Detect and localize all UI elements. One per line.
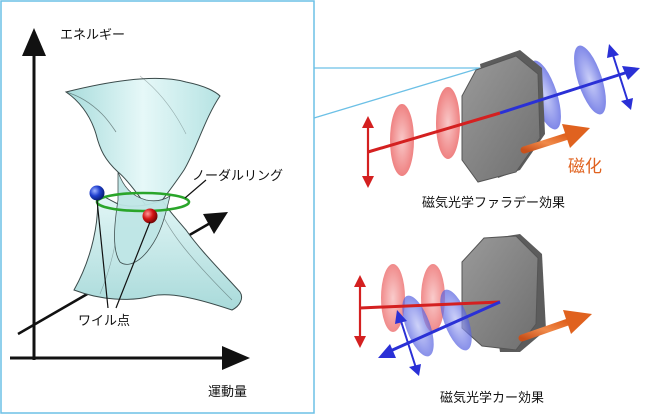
zoom-connector-bottom	[313, 67, 481, 119]
faraday-incident-wave-1	[390, 104, 414, 176]
energy-axis	[22, 28, 46, 360]
weyl-leader-blue	[96, 199, 109, 309]
nodal-ring-leader	[184, 179, 207, 199]
weyl-leader-red	[115, 221, 151, 309]
faraday-transmitted-beam	[499, 70, 629, 115]
faraday-rotated-polarization	[607, 44, 633, 110]
kerr-incident-polarization	[354, 275, 366, 348]
faraday-magnetization-arrow	[520, 124, 590, 154]
nodal-ring-label: ノーダルリング	[192, 169, 284, 184]
kerr-incident-beam	[359, 300, 501, 310]
magnetization-label: 磁化	[568, 157, 602, 177]
weyl-point-red	[142, 208, 158, 224]
kerr-caption: 磁気光学カー効果	[440, 391, 545, 406]
kerr-rotated-polarization	[395, 310, 421, 376]
kerr-reflected-arrowhead	[378, 344, 396, 358]
weyl-point-label: ワイル点	[78, 314, 131, 329]
momentum-axis	[10, 346, 250, 370]
kerr-incident-wave-2	[421, 264, 445, 332]
faraday-transmitted-wave-2	[574, 45, 606, 115]
faraday-incident-wave-2	[436, 87, 460, 159]
kerr-reflected-beam	[387, 300, 501, 354]
faraday-caption: 磁気光学ファラデー効果	[422, 196, 566, 211]
momentum-axis-label: 運動量	[208, 385, 248, 400]
kerr-setup	[354, 234, 592, 376]
energy-axis-label: エネルギー	[60, 28, 126, 43]
kerr-magnetization-arrow	[518, 310, 592, 342]
kerr-sample	[461, 235, 539, 351]
faraday-transmitted-arrowhead	[622, 66, 640, 80]
kerr-reflected-wave-1	[402, 295, 434, 357]
faraday-incident-polarization	[362, 116, 374, 188]
band-inner-sheet	[114, 171, 171, 265]
weyl-point-blue	[89, 185, 105, 201]
faraday-setup	[362, 44, 640, 188]
upper-band-surface	[64, 75, 221, 215]
faraday-incident-beam	[367, 111, 501, 154]
faraday-sample	[461, 55, 541, 183]
